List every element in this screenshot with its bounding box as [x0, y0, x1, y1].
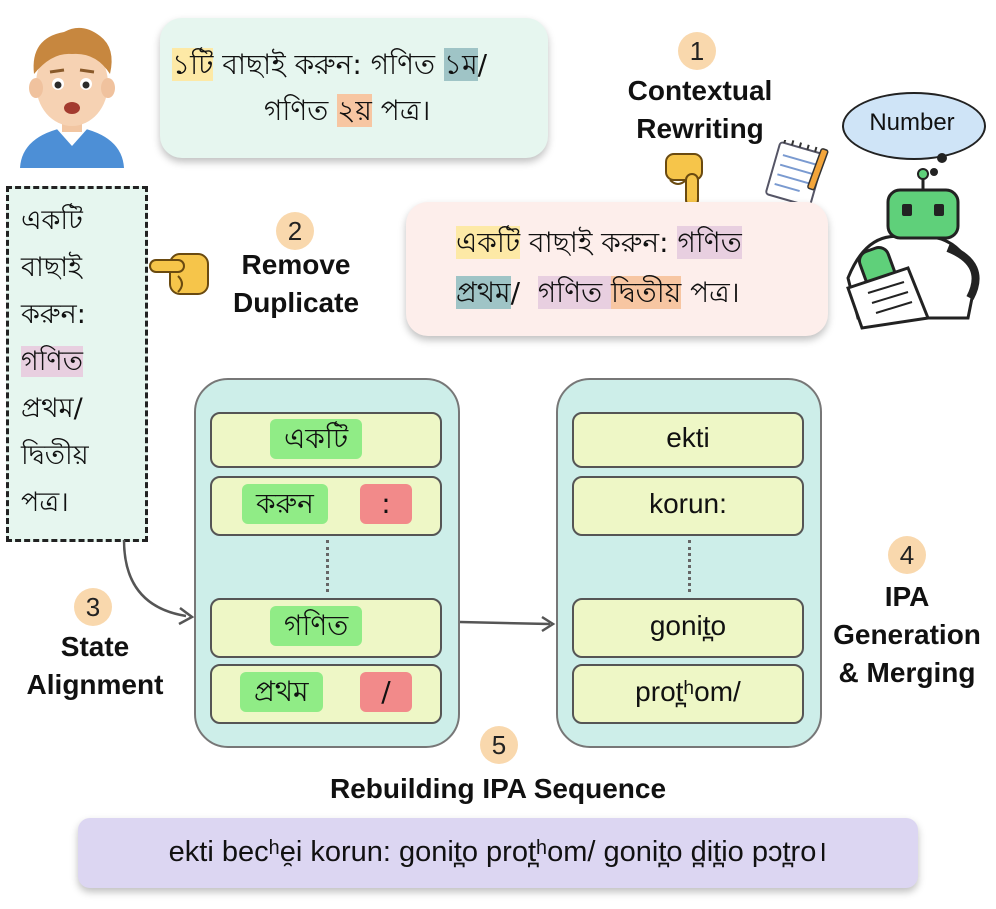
input-text-card: ১টি বাছাই করুন: গণিত ১ম/ গণিত ২য় পত্র। [160, 18, 548, 158]
highlight-ordinal-2nd: ২য় [337, 94, 372, 127]
input-text-line-1: ১টি বাছাই করুন: গণিত ১ম/ [172, 44, 487, 86]
step-3-title-line-1: State [60, 631, 130, 662]
rewritten-text-line-1: একটি বাছাই করুন: গণিত [456, 222, 742, 264]
step-1-badge: 1 [678, 32, 716, 70]
token-line: প্রথম/ [21, 393, 83, 424]
step-1-title-line-2: Rewriting [636, 113, 764, 144]
highlight-ordinal-1st: ১ম [443, 48, 478, 81]
ipa-token: prot̪ʰom/ [635, 676, 741, 707]
token-line: দ্বিতীয় [21, 440, 89, 471]
token-list: একটি বাছাই করুন: গণিত প্রথম/ দ্বিতীয় পত… [21, 197, 89, 526]
alignment-token: গণিত [270, 606, 363, 646]
step-3-title-line-2: Alignment [26, 669, 164, 700]
speech-bubble-tail-icon [930, 153, 947, 176]
alignment-token: প্রথম [240, 672, 323, 712]
curved-arrow-icon [122, 539, 195, 626]
ipa-token: korun: [649, 488, 727, 519]
continuation-dots [688, 540, 691, 592]
step-1-title-line-1: Contextual [627, 75, 773, 106]
step-2-badge: 2 [276, 212, 314, 250]
token-line: করুন: [21, 299, 86, 330]
pointing-left-hand-icon [149, 253, 209, 295]
continuation-dots [326, 540, 329, 592]
notepad-icon [765, 140, 829, 207]
alignment-punctuation: : [360, 484, 412, 524]
step-3-title: State Alignment [0, 628, 190, 704]
highlight-duplicate-word: গণিত [677, 226, 742, 259]
token-line-highlighted: গণিত [21, 346, 84, 377]
token-line: পত্র। [21, 487, 69, 518]
rewritten-text-card: একটি বাছাই করুন: গণিত প্রথম/ গণিত দ্বিতী… [406, 202, 828, 336]
alignment-row: করুন : [210, 476, 442, 536]
text-segment: বাছাই করুন: [520, 226, 678, 259]
alignment-row: একটি [210, 412, 442, 468]
token-line: একটি [21, 205, 83, 236]
robot-reading-icon [846, 168, 980, 330]
highlight-duplicate-word: গণিত [537, 276, 612, 309]
pointing-down-hand-icon [665, 153, 703, 207]
text-segment: বাছাই করুন: গণিত [213, 48, 444, 81]
highlight-first-word: প্রথম [456, 276, 511, 309]
final-ipa-sequence-bar: ekti becʰe̯i korun: gonit̪o prot̪ʰom/ go… [78, 818, 918, 888]
step-2-title-line-2: Duplicate [232, 287, 360, 318]
step-3-badge: 3 [74, 588, 112, 626]
highlight-ordinal-1: ১টি [172, 48, 214, 81]
slash-segment: / [510, 276, 538, 309]
step-4-title-line-1: IPA [884, 581, 930, 612]
alignment-token: একটি [270, 419, 363, 459]
right-arrow-icon [459, 615, 556, 633]
step-5-badge: 5 [480, 726, 518, 764]
step-2-title-line-1: Remove [241, 249, 351, 280]
step-2-title: Remove Duplicate [196, 246, 396, 322]
text-segment: পত্র। [371, 94, 431, 127]
final-ipa-sequence-text: ekti becʰe̯i korun: gonit̪o prot̪ʰom/ go… [168, 836, 828, 868]
speech-bubble [842, 92, 986, 160]
ipa-token: ekti [666, 422, 710, 453]
alignment-row: প্রথম / [210, 664, 442, 724]
step-1-title: Contextual Rewriting [600, 72, 800, 148]
deduplicated-token-box: একটি বাছাই করুন: গণিত প্রথম/ দ্বিতীয় পত… [6, 186, 148, 542]
highlight-second-word: দ্বিতীয় [611, 276, 682, 309]
ipa-row: prot̪ʰom/ [572, 664, 804, 724]
highlight-number-word: একটি [456, 226, 521, 259]
token-line: বাছাই [21, 252, 83, 283]
step-4-title-line-3: & Merging [838, 657, 976, 688]
step-4-badge: 4 [888, 536, 926, 574]
slash-segment: / [477, 48, 488, 81]
ipa-row: ekti [572, 412, 804, 468]
text-segment: পত্র। [681, 276, 740, 309]
rewritten-text-line-2: প্রথম/ গণিত দ্বিতীয় পত্র। [456, 272, 740, 314]
speech-bubble-text: Number [869, 109, 955, 136]
alignment-row: গণিত [210, 598, 442, 658]
alignment-punctuation: / [360, 672, 412, 712]
alignment-token: করুন [242, 484, 328, 524]
step-4-title-line-2: Generation [833, 619, 981, 650]
step-5-title: Rebuilding IPA Sequence [329, 773, 667, 804]
ipa-token: gonit̪o [649, 610, 727, 641]
input-text-line-2: গণিত ২য় পত্র। [264, 90, 430, 132]
user-avatar-icon [20, 27, 124, 168]
ipa-row: gonit̪o [572, 598, 804, 658]
text-segment: গণিত [264, 94, 338, 127]
step-4-title: IPA Generation & Merging [818, 578, 996, 692]
ipa-row: korun: [572, 476, 804, 536]
